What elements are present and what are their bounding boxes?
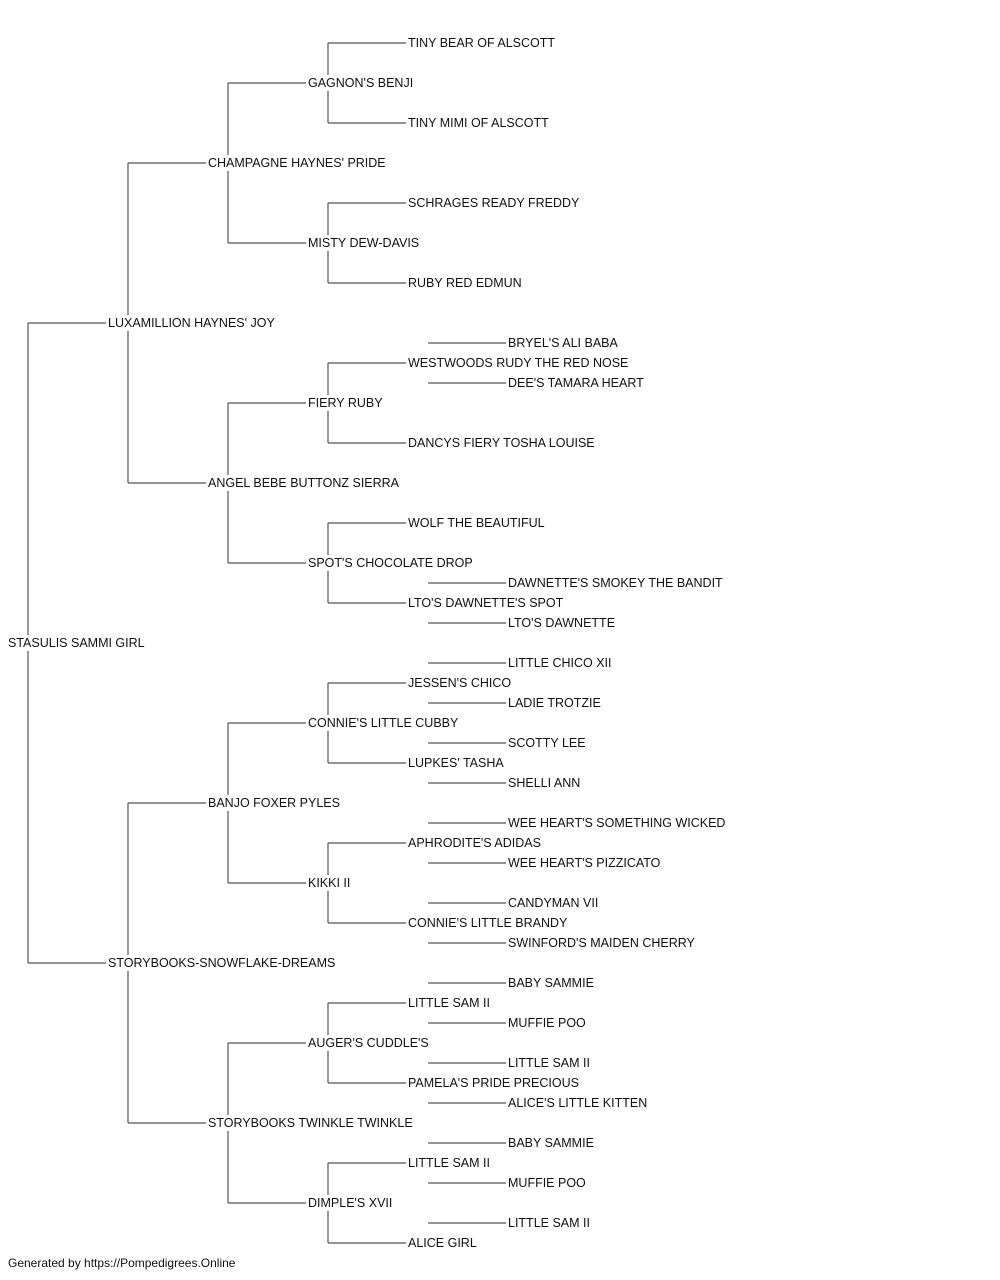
- pedigree-name: MUFFIE POO: [508, 1016, 586, 1030]
- pedigree-name: MUFFIE POO: [508, 1176, 586, 1190]
- pedigree-name: DANCYS FIERY TOSHA LOUISE: [408, 436, 595, 450]
- pedigree-name: CANDYMAN VII: [508, 896, 598, 910]
- pedigree-name: STORYBOOKS TWINKLE TWINKLE: [208, 1116, 413, 1130]
- pedigree-name: MISTY DEW-DAVIS: [308, 236, 419, 250]
- pedigree-name: LITTLE SAM II: [508, 1056, 590, 1070]
- pedigree-name: LUXAMILLION HAYNES' JOY: [108, 316, 275, 330]
- pedigree-name: WOLF THE BEAUTIFUL: [408, 516, 545, 530]
- pedigree-name: LITTLE CHICO XII: [508, 656, 612, 670]
- pedigree-name: STORYBOOKS-SNOWFLAKE-DREAMS: [108, 956, 335, 970]
- pedigree-name: CHAMPAGNE HAYNES' PRIDE: [208, 156, 386, 170]
- pedigree-name: LTO'S DAWNETTE'S SPOT: [408, 596, 564, 610]
- pedigree-name: CONNIE'S LITTLE CUBBY: [308, 716, 459, 730]
- pedigree-tree: STASULIS SAMMI GIRL LUXAMILLION HAYNES' J…: [8, 36, 725, 1250]
- pedigree-name: DEE'S TAMARA HEART: [508, 376, 644, 390]
- pedigree-name: LITTLE SAM II: [408, 1156, 490, 1170]
- pedigree-name: KIKKI II: [308, 876, 350, 890]
- pedigree-name: TINY MIMI OF ALSCOTT: [408, 116, 549, 130]
- pedigree-name: FIERY RUBY: [308, 396, 383, 410]
- pedigree-name: SCHRAGES READY FREDDY: [408, 196, 580, 210]
- pedigree-name: LTO'S DAWNETTE: [508, 616, 615, 630]
- pedigree-name: ALICE GIRL: [408, 1236, 477, 1250]
- pedigree-name: SPOT'S CHOCOLATE DROP: [308, 556, 473, 570]
- pedigree-name: LITTLE SAM II: [508, 1216, 590, 1230]
- pedigree-name: APHRODITE'S ADIDAS: [408, 836, 541, 850]
- pedigree-name: SWINFORD'S MAIDEN CHERRY: [508, 936, 696, 950]
- pedigree-name: SHELLI ANN: [508, 776, 580, 790]
- pedigree-name: BABY SAMMIE: [508, 976, 594, 990]
- pedigree-name: AUGER'S CUDDLE'S: [308, 1036, 429, 1050]
- pedigree-name: DAWNETTE'S SMOKEY THE BANDIT: [508, 576, 723, 590]
- pedigree-name: ALICE'S LITTLE KITTEN: [508, 1096, 647, 1110]
- pedigree-name: LITTLE SAM II: [408, 996, 490, 1010]
- pedigree-name: BABY SAMMIE: [508, 1136, 594, 1150]
- pedigree-name: LADIE TROTZIE: [508, 696, 601, 710]
- footer-credit: Generated by https://Pompedigrees.Online: [8, 1256, 236, 1270]
- pedigree-name: SCOTTY LEE: [508, 736, 586, 750]
- pedigree-name: GAGNON'S BENJI: [308, 76, 413, 90]
- pedigree-name: ANGEL BEBE BUTTONZ SIERRA: [208, 476, 400, 490]
- pedigree-name: WESTWOODS RUDY THE RED NOSE: [408, 356, 628, 370]
- pedigree-name: LUPKES' TASHA: [408, 756, 504, 770]
- pedigree-name: DIMPLE'S XVII: [308, 1196, 392, 1210]
- pedigree-name: RUBY RED EDMUN: [408, 276, 522, 290]
- pedigree-name: JESSEN'S CHICO: [408, 676, 511, 690]
- pedigree-name: TINY BEAR OF ALSCOTT: [408, 36, 555, 50]
- pedigree-name: BANJO FOXER PYLES: [208, 796, 340, 810]
- pedigree-name: CONNIE'S LITTLE BRANDY: [408, 916, 568, 930]
- pedigree-name: STASULIS SAMMI GIRL: [8, 636, 145, 650]
- pedigree-name: WEE HEART'S PIZZICATO: [508, 856, 661, 870]
- pedigree-name: PAMELA'S PRIDE PRECIOUS: [408, 1076, 579, 1090]
- pedigree-name: WEE HEART'S SOMETHING WICKED: [508, 816, 725, 830]
- pedigree-name: BRYEL'S ALI BABA: [508, 336, 619, 350]
